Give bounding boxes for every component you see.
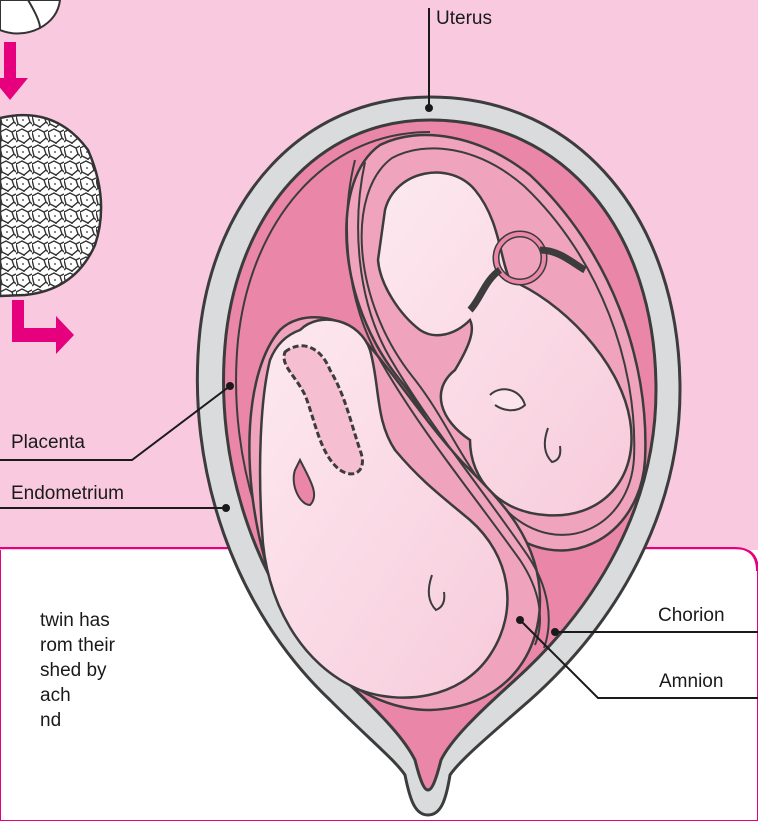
amnion-label: Amnion (659, 671, 723, 693)
endometrium-label: Endometrium (11, 483, 124, 505)
chorion-label: Chorion (658, 605, 725, 627)
caption-line-2: rom their (40, 633, 340, 658)
uterus-label: Uterus (436, 8, 492, 30)
caption-line-3: shed by (40, 658, 340, 683)
caption-line-4: ach (40, 683, 340, 708)
caption-line-1: twin has (40, 608, 340, 633)
caption-line-5: nd (40, 708, 340, 733)
caption-text: twin has rom their shed by ach nd (40, 608, 340, 733)
placenta-label: Placenta (11, 432, 85, 454)
